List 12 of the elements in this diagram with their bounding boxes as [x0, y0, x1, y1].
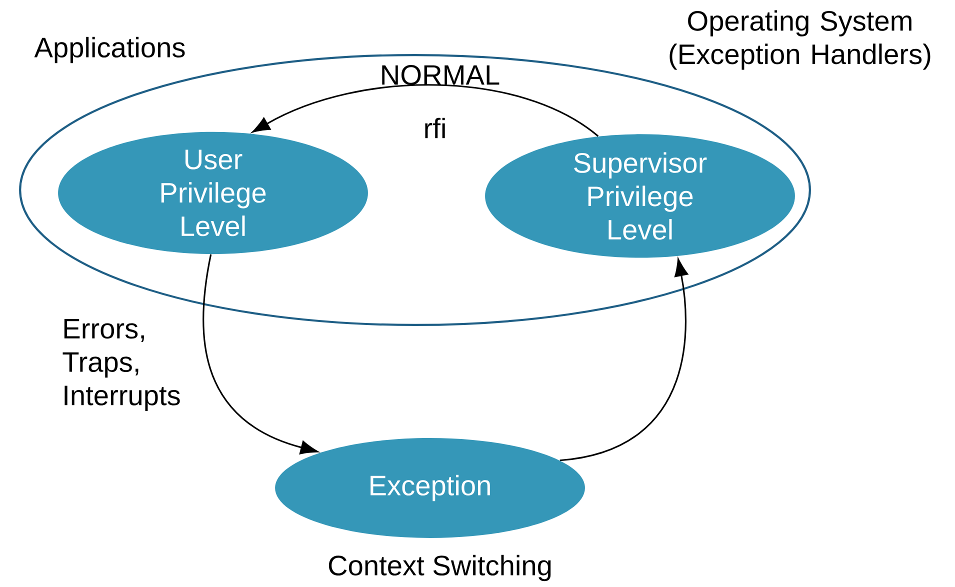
edge-label: Errors, Traps, Interrupts — [62, 319, 180, 411]
arrow — [252, 84, 599, 137]
label: Operating System (Exception Handlers) — [670, 10, 930, 70]
node-label: Context Switching — [328, 554, 551, 582]
label: Applications — [34, 36, 185, 64]
edge-label: rfi — [425, 118, 445, 138]
ellipse-node: Supervisor Privilege Level — [485, 134, 795, 258]
arrow — [560, 258, 688, 462]
region-title: NORMAL — [382, 65, 500, 85]
ellipse-node: User Privilege Level — [58, 132, 368, 254]
arrow — [202, 254, 318, 454]
ellipse-node: Exception — [275, 438, 585, 538]
